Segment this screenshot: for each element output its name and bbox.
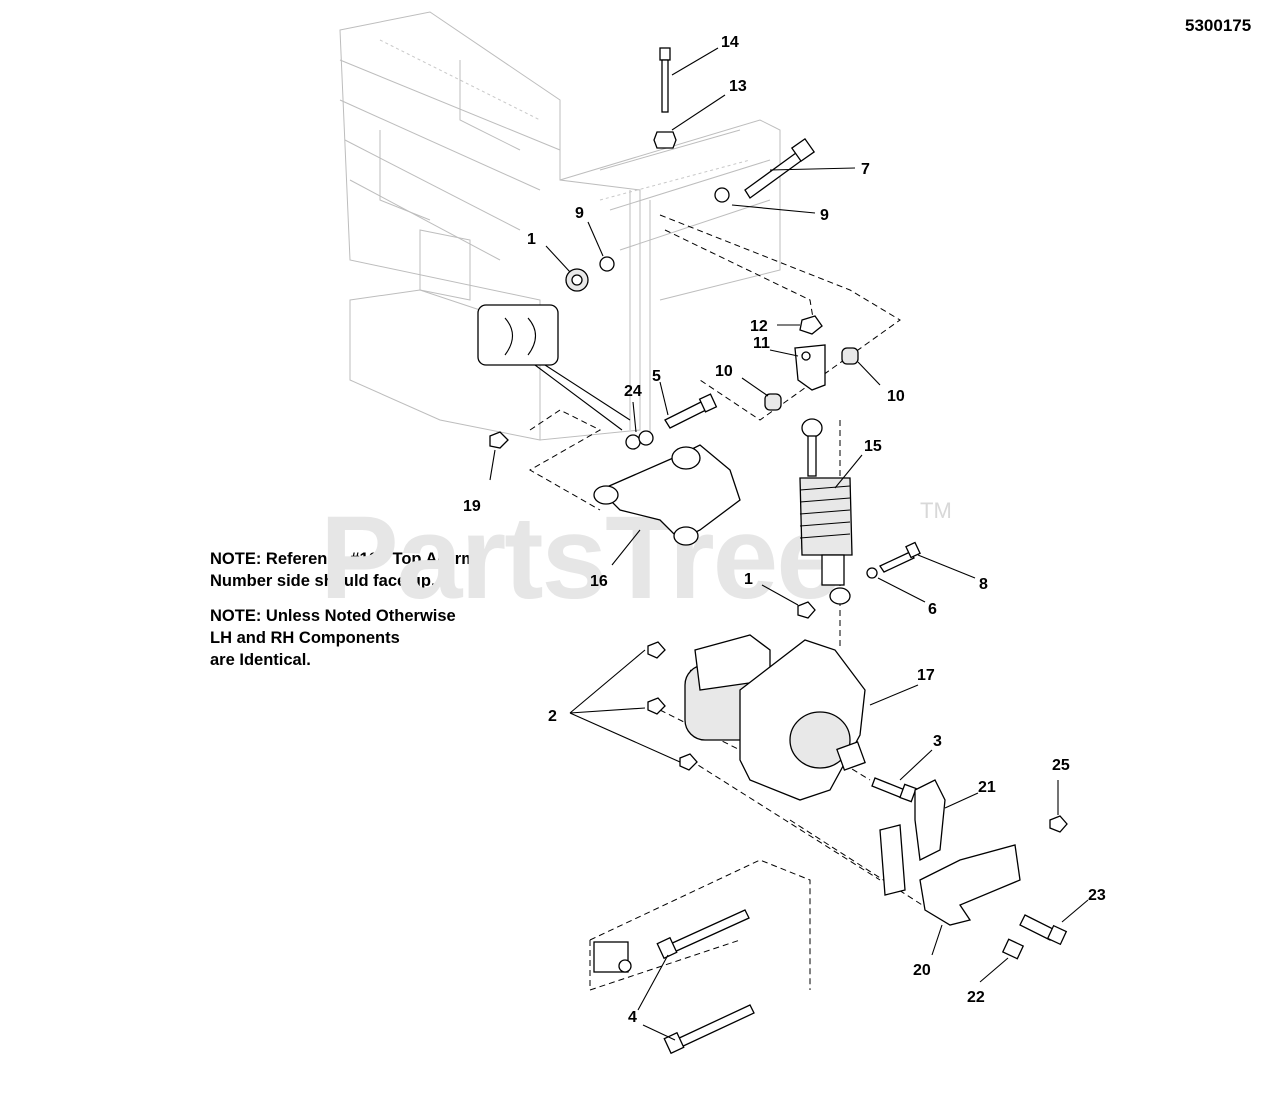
callout-9: 9 — [820, 207, 829, 224]
callout-5: 5 — [652, 368, 661, 385]
bracket-part-11 — [794, 344, 826, 391]
trademark-symbol: TM — [920, 498, 952, 523]
callout-25: 25 — [1052, 757, 1070, 774]
washer-part-6 — [866, 567, 878, 579]
callout-16: 16 — [590, 573, 608, 590]
callout-17: 17 — [917, 667, 935, 684]
nut-part-19 — [489, 431, 509, 449]
bearing-detail-inset — [477, 304, 631, 431]
a-arm-part-16 — [593, 444, 741, 546]
wheel-motor-part-17 — [684, 634, 866, 801]
nut-part-12 — [799, 315, 823, 335]
callout-19: 19 — [463, 498, 481, 515]
bolt-part-3 — [871, 777, 917, 803]
washer-part-9 — [599, 256, 615, 272]
bolt-part-4 — [663, 1004, 755, 1055]
shock-absorber-part-15 — [799, 418, 853, 605]
nut-part-13 — [653, 131, 677, 149]
callout-6: 6 — [928, 601, 937, 618]
callout-3: 3 — [933, 733, 942, 750]
mount-block-ghost — [593, 941, 632, 973]
callout-9: 9 — [575, 205, 584, 222]
bushing-part-10 — [841, 347, 859, 365]
callout-leaders — [489, 47, 1089, 1041]
bolt-part-7 — [744, 137, 816, 199]
bolt-part-5 — [664, 393, 718, 429]
callout-1: 1 — [527, 231, 536, 248]
nut-part-2 — [647, 697, 666, 715]
callout-2: 2 — [548, 708, 557, 725]
callout-23: 23 — [1088, 887, 1106, 904]
washer-part-24 — [638, 430, 654, 446]
callout-24: 24 — [624, 383, 642, 400]
callout-21: 21 — [978, 779, 996, 796]
note-line: NOTE: Reference #16 - Top A-Arm — [210, 550, 476, 568]
callout-10: 10 — [887, 388, 905, 405]
bolt-part-8 — [879, 541, 921, 573]
callout-12: 12 — [750, 318, 768, 335]
callout-numbers: 14 13 7 9 9 1 12 11 10 10 5 24 19 15 16 … — [463, 34, 1106, 1026]
washer-part-9 — [714, 187, 730, 203]
callout-11: 11 — [753, 335, 770, 352]
bracket-part-20 — [919, 844, 1021, 926]
bolt-part-23 — [1019, 914, 1068, 946]
nut-part-1 — [565, 268, 589, 292]
note-line: are Identical. — [210, 651, 311, 669]
callout-7: 7 — [861, 161, 870, 178]
bolt-part-22 — [1001, 938, 1025, 960]
callout-13: 13 — [729, 78, 747, 95]
bracket-part-21 — [914, 779, 946, 861]
bolt-part-4 — [656, 909, 750, 960]
bushing-part-10 — [764, 393, 782, 411]
nut-part-25 — [1049, 815, 1068, 833]
parts-tree-watermark: PartsTree — [320, 492, 840, 624]
callout-8: 8 — [979, 576, 988, 593]
callout-4: 4 — [628, 1009, 637, 1026]
callout-10: 10 — [715, 363, 733, 380]
drawing-number: 5300175 — [1185, 16, 1252, 35]
nut-part-2 — [679, 753, 698, 771]
note-line: LH and RH Components — [210, 629, 400, 647]
callout-14: 14 — [721, 34, 739, 51]
callout-20: 20 — [913, 962, 931, 979]
bolt-part-14 — [659, 47, 671, 113]
callout-22: 22 — [967, 989, 985, 1006]
note-top-a-arm: NOTE: Reference #16 - Top A-Arm Number s… — [210, 548, 476, 592]
notes-panel: NOTE: Reference #16 - Top A-Arm Number s… — [210, 548, 476, 684]
note-line: NOTE: Unless Noted Otherwise — [210, 607, 456, 625]
clip-part-21 — [879, 824, 906, 896]
callout-1: 1 — [744, 571, 753, 588]
nut-part-1 — [797, 601, 816, 619]
nut-part-2 — [647, 641, 666, 659]
chassis-frame-ghost — [339, 11, 781, 441]
note-line: Number side should face up. — [210, 572, 436, 590]
callout-15: 15 — [864, 438, 882, 455]
note-lh-rh-components: NOTE: Unless Noted Otherwise LH and RH C… — [210, 605, 476, 671]
washer-part-24 — [625, 434, 641, 450]
